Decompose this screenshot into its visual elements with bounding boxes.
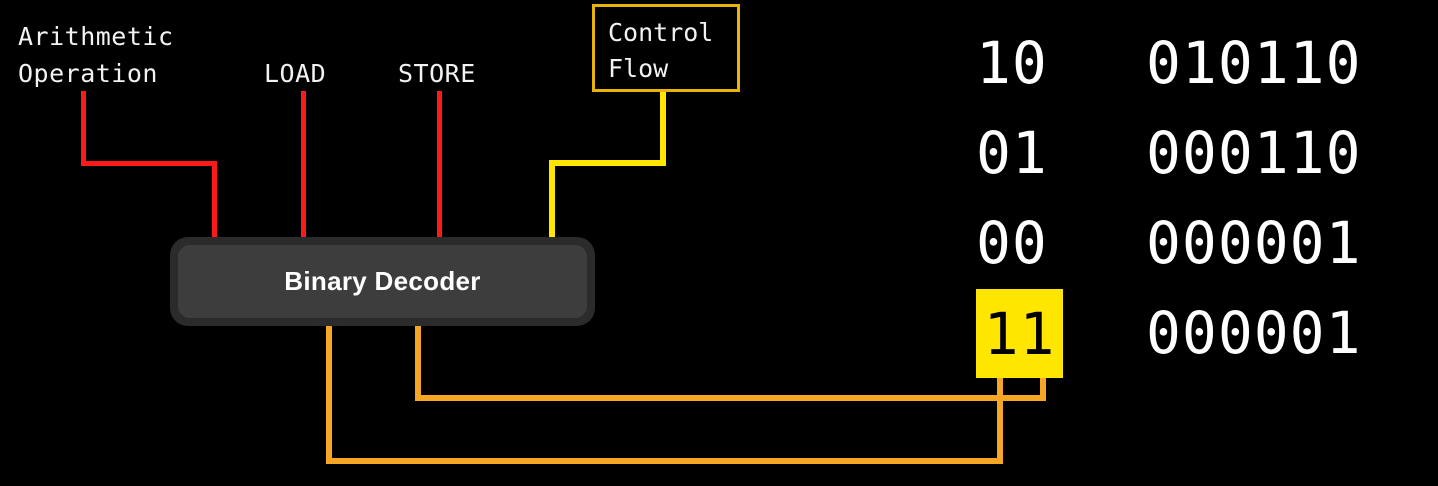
row-code: 00 [976,209,1048,277]
binary-decoder-label: Binary Decoder [284,266,481,296]
row-code: 10 [976,29,1048,97]
connector-arithmetic-vertical-b [212,161,217,241]
label-arithmetic-operation: Arithmetic Operation [18,22,174,88]
table-row: 00 000001 [960,198,1430,288]
connector-output-outer-vertical-b [997,372,1003,464]
connector-control-flow-vertical-a [660,92,666,166]
table-row: 10 010110 [960,18,1430,108]
control-flow-label: Control Flow [608,18,714,83]
connector-control-flow-vertical-b [549,160,555,244]
binary-decoder-inner: Binary Decoder [178,245,587,318]
connector-arithmetic-horizontal [81,161,217,166]
binary-decoder-node[interactable]: Binary Decoder [170,237,595,326]
label-load: LOAD [264,59,327,88]
connector-store-vertical [437,91,442,241]
control-flow-node: Control Flow [592,4,740,92]
connector-control-flow-horizontal [549,160,666,166]
table-row-highlighted: 11 000001 [960,288,1430,378]
connector-output-inner-vertical-b [1040,372,1046,401]
row-value: 000001 [1146,299,1362,367]
row-value: 010110 [1146,29,1362,97]
label-store: STORE [398,59,476,88]
row-code-highlighted[interactable]: 11 [976,289,1063,378]
row-value: 000110 [1146,119,1362,187]
row-code: 01 [976,119,1048,187]
connector-arithmetic-vertical-a [81,91,86,166]
row-value: 000001 [1146,209,1362,277]
table-row: 01 000110 [960,108,1430,198]
binary-output-table: 10 010110 01 000110 00 000001 11 000001 [960,18,1430,398]
connector-output-outer-vertical-a [326,326,332,464]
connector-output-outer-horizontal [326,458,1003,464]
connector-output-inner-vertical-a [415,326,421,401]
connector-load-vertical [301,91,306,241]
connector-output-inner-horizontal [415,395,1046,401]
